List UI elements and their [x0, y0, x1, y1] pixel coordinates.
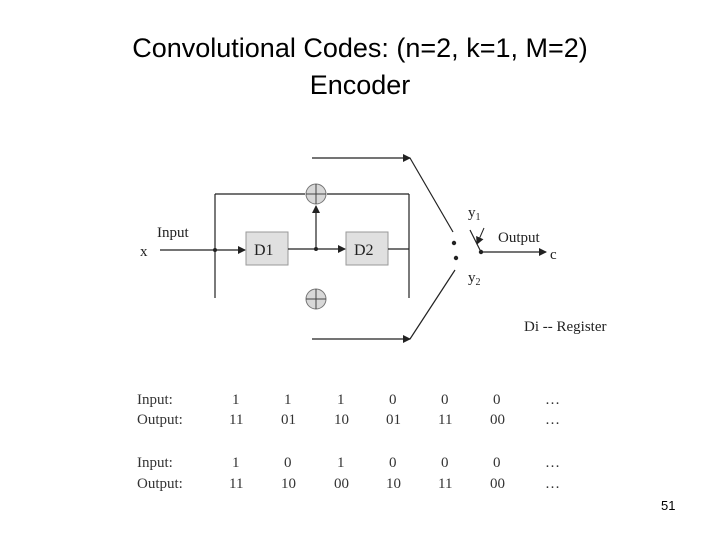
bottom-xor-adder	[305, 288, 327, 310]
input-value: 0	[441, 455, 449, 471]
output-value: 01	[386, 412, 401, 428]
switch-contact-y1	[451, 240, 457, 246]
output-value: 10	[386, 476, 401, 492]
output-value: 00	[490, 476, 505, 492]
input-label: Input	[157, 225, 189, 241]
y1-diagonal	[409, 157, 454, 233]
output-value: 11	[229, 412, 244, 428]
input-value: 1	[232, 455, 240, 471]
input-ellipsis: …	[545, 392, 560, 408]
input-value: 0	[389, 455, 397, 471]
input-value: 0	[493, 392, 501, 408]
register-d1-label: D1	[254, 242, 274, 259]
input-row-label: Input:	[137, 455, 173, 471]
output-value: 01	[281, 412, 296, 428]
input-row-label: Input:	[137, 392, 173, 408]
output-value: 10	[281, 476, 296, 492]
register-d1-box	[245, 231, 289, 266]
register-d2-label: D2	[354, 242, 374, 259]
title-line-1: Convolutional Codes: (n=2, k=1, M=2)	[132, 33, 588, 63]
switch-contact-y2	[453, 255, 459, 261]
y2-subscript: 2	[476, 277, 481, 288]
y2-label: y2	[468, 270, 481, 288]
title-line-2: Encoder	[309, 70, 411, 100]
input-ellipsis: …	[545, 455, 560, 471]
slide-title: Convolutional Codes: (n=2, k=1, M=2) Enc…	[0, 30, 720, 104]
output-value: 11	[438, 476, 453, 492]
input-value: 0	[389, 392, 397, 408]
input-value: 1	[337, 455, 345, 471]
switch-motion-arrow	[476, 227, 485, 245]
output-value: 11	[229, 476, 244, 492]
output-row-label: Output:	[137, 476, 183, 492]
switch-arm	[469, 229, 482, 253]
input-value: 1	[337, 392, 345, 408]
output-row-label: Output:	[137, 412, 183, 428]
input-value: 1	[284, 392, 292, 408]
slide-number: 51	[661, 498, 676, 513]
output-ellipsis: …	[545, 412, 560, 428]
y2-diagonal	[409, 269, 456, 340]
c-label: c	[550, 247, 557, 263]
output-value: 10	[334, 412, 349, 428]
output-ellipsis: …	[545, 476, 560, 492]
y1-label: y1	[468, 205, 481, 223]
register-legend: Di -- Register	[524, 319, 606, 335]
output-value: 00	[490, 412, 505, 428]
output-label: Output	[498, 230, 541, 246]
top-xor-adder	[305, 183, 327, 205]
output-value: 11	[438, 412, 453, 428]
input-value: 0	[441, 392, 449, 408]
y1-subscript: 1	[476, 212, 481, 223]
x-label: x	[140, 244, 148, 260]
input-value: 0	[493, 455, 501, 471]
input-value: 1	[232, 392, 240, 408]
input-value: 0	[284, 455, 292, 471]
output-value: 00	[334, 476, 349, 492]
